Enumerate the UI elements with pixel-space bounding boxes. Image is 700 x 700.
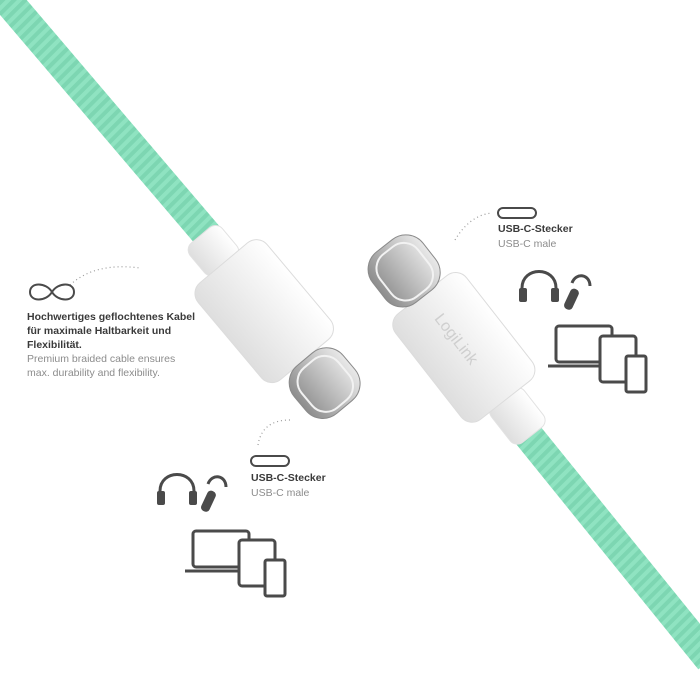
braid-feature-title: Hochwertiges geflochtenes Kabel für maxi… bbox=[27, 311, 196, 351]
braid-infinity-icon bbox=[28, 283, 76, 301]
left-usb-c-plug bbox=[187, 224, 361, 419]
leader-line-braid bbox=[69, 266, 141, 286]
left-cable bbox=[0, 0, 232, 260]
braid-feature-subtitle: Premium braided cable ensures max. durab… bbox=[27, 353, 176, 379]
right-usb-c-plug: LogiLink bbox=[367, 234, 546, 445]
right-cable bbox=[508, 415, 700, 670]
smartphone-icon bbox=[624, 354, 648, 394]
device-icons-left bbox=[157, 473, 287, 598]
left-connector-label-de: USB-C-Stecker bbox=[251, 472, 326, 484]
usb-c-port-icon bbox=[250, 455, 290, 467]
headphones-icon bbox=[157, 473, 197, 505]
right-connector-label-de: USB-C-Stecker bbox=[498, 223, 573, 235]
headset-icon bbox=[201, 475, 228, 512]
leader-line-left bbox=[257, 419, 291, 446]
device-icons-right bbox=[519, 270, 648, 394]
left-connector-label-en: USB-C male bbox=[251, 487, 310, 499]
headset-icon bbox=[564, 274, 592, 310]
right-connector-label-en: USB-C male bbox=[498, 238, 557, 250]
headphones-icon bbox=[519, 270, 559, 302]
leader-line-right bbox=[454, 212, 493, 241]
smartphone-icon bbox=[263, 558, 287, 598]
usb-c-port-icon bbox=[497, 207, 537, 219]
